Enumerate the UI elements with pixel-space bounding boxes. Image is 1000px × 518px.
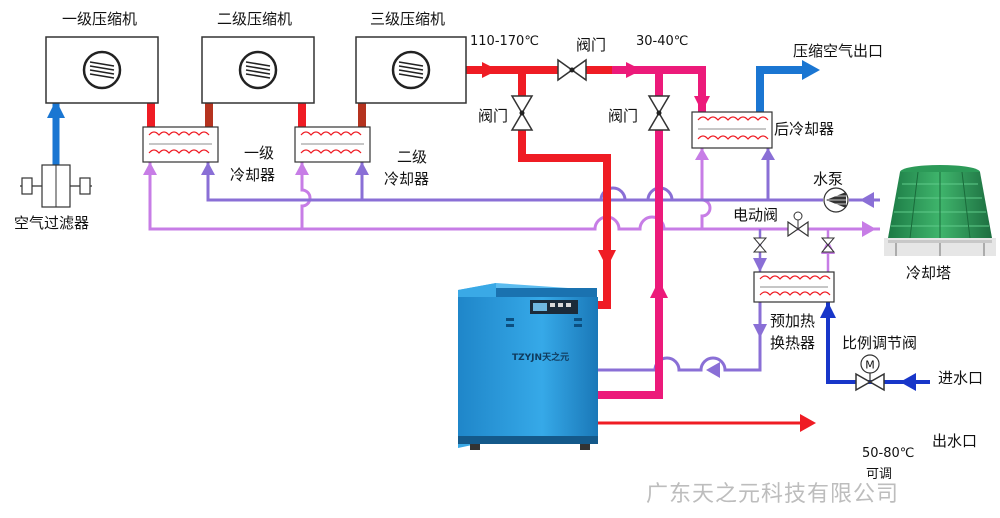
arrow-lav-down-2: [295, 162, 309, 175]
riser-3: [298, 103, 306, 127]
blue-outlet-pipe: [756, 66, 805, 112]
compressor-2: [201, 36, 315, 104]
pump-icon: [823, 187, 849, 213]
riser-4: [358, 103, 366, 127]
compressor-1-label: 一级压缩机: [62, 10, 138, 28]
arrow-magenta-up: [650, 280, 668, 298]
machine-brand-label: TZYJN天之元: [512, 351, 569, 363]
cooling-tower-icon: [884, 165, 996, 256]
compressor-1: [45, 36, 159, 104]
compressor-3-label: 三级压缩机: [370, 10, 446, 28]
cooler-1: [142, 126, 219, 163]
arrow-blue-right: [802, 60, 820, 80]
valve-right: [647, 95, 671, 131]
arrow-lav-right-tower: [862, 221, 876, 237]
valve-top: [557, 58, 587, 82]
compressor-2-label: 二级压缩机: [217, 10, 293, 28]
arrow-lav-down-1: [143, 162, 157, 175]
arrow-navy-up: [820, 302, 836, 318]
cooler-2-label-line2: 冷却器: [384, 170, 430, 188]
cooler-2: [294, 126, 371, 163]
aftercooler: [691, 111, 773, 149]
preheater-label-line2: 换热器: [770, 334, 816, 352]
valve-left-label: 阀门: [478, 107, 509, 125]
water-inlet-label: 进水口: [938, 369, 984, 387]
riser-1: [147, 103, 155, 127]
motor-symbol: M: [865, 359, 875, 372]
arrow-pur-up-2: [355, 162, 369, 175]
temp-mid-label: 30-40℃: [636, 34, 689, 49]
valve-right-label: 阀门: [608, 107, 639, 125]
lavender-drop-aftercooler: [700, 148, 712, 229]
navy-inlet-line: [826, 302, 930, 384]
cooler-2-label-line1: 二级: [397, 148, 428, 166]
air-outlet-label: 压缩空气出口: [793, 42, 884, 60]
arrow-navy-left: [900, 373, 916, 391]
arrow-blue-up: [47, 100, 65, 118]
compressor-3: [355, 36, 467, 104]
motor-valve: [787, 211, 809, 238]
arrow-pur-down-pre2: [753, 324, 767, 338]
small-valve-left: [752, 237, 768, 253]
red-hot-pipe: [466, 66, 612, 309]
preheater-label-line1: 预加热: [770, 312, 816, 330]
arrow-magenta-right: [626, 62, 642, 78]
company-watermark: 广东天之元科技有限公司: [646, 482, 900, 507]
proportional-valve-label: 比例调节阀: [842, 334, 918, 352]
water-outlet-label: 出水口: [932, 432, 978, 450]
lavender-drop-cooler2: [300, 162, 312, 229]
arrow-pur-up-3: [761, 148, 775, 160]
cooler-1-label-line2: 冷却器: [230, 166, 276, 184]
arrow-red-right: [482, 62, 498, 78]
motor-valve-label: 电动阀: [733, 206, 779, 224]
cooling-tower-label: 冷却塔: [906, 264, 952, 282]
valve-top-label: 阀门: [576, 36, 607, 54]
pump-label: 水泵: [813, 170, 844, 188]
temp-high-label: 110-170℃: [470, 34, 539, 49]
arrow-pur-down-pre: [753, 258, 767, 272]
arrow-pur-up-1: [201, 162, 215, 175]
aftercooler-label: 后冷却器: [774, 120, 835, 138]
arrow-red-outlet: [800, 414, 816, 432]
arrow-pur-left-machine: [706, 362, 720, 378]
adjustable-label: 可调: [866, 467, 893, 482]
preheater: [753, 271, 835, 303]
arrow-magenta-down: [694, 96, 710, 112]
arrow-lav-down-3: [695, 148, 709, 160]
small-valve-right: [820, 237, 836, 253]
riser-2: [205, 103, 213, 127]
air-filter: [20, 164, 92, 208]
outlet-temp-label: 50-80℃: [862, 446, 915, 461]
cooler-1-label-line1: 一级: [244, 144, 275, 162]
purple-preheater-return: [598, 302, 762, 372]
screw-compressor-unit: TZYJN天之元: [458, 283, 598, 450]
valve-left: [510, 95, 534, 131]
arrow-pur-left-tower: [860, 192, 874, 208]
arrow-red-down: [598, 250, 616, 268]
proportional-valve: M: [855, 354, 885, 392]
air-filter-label: 空气过滤器: [14, 214, 90, 232]
